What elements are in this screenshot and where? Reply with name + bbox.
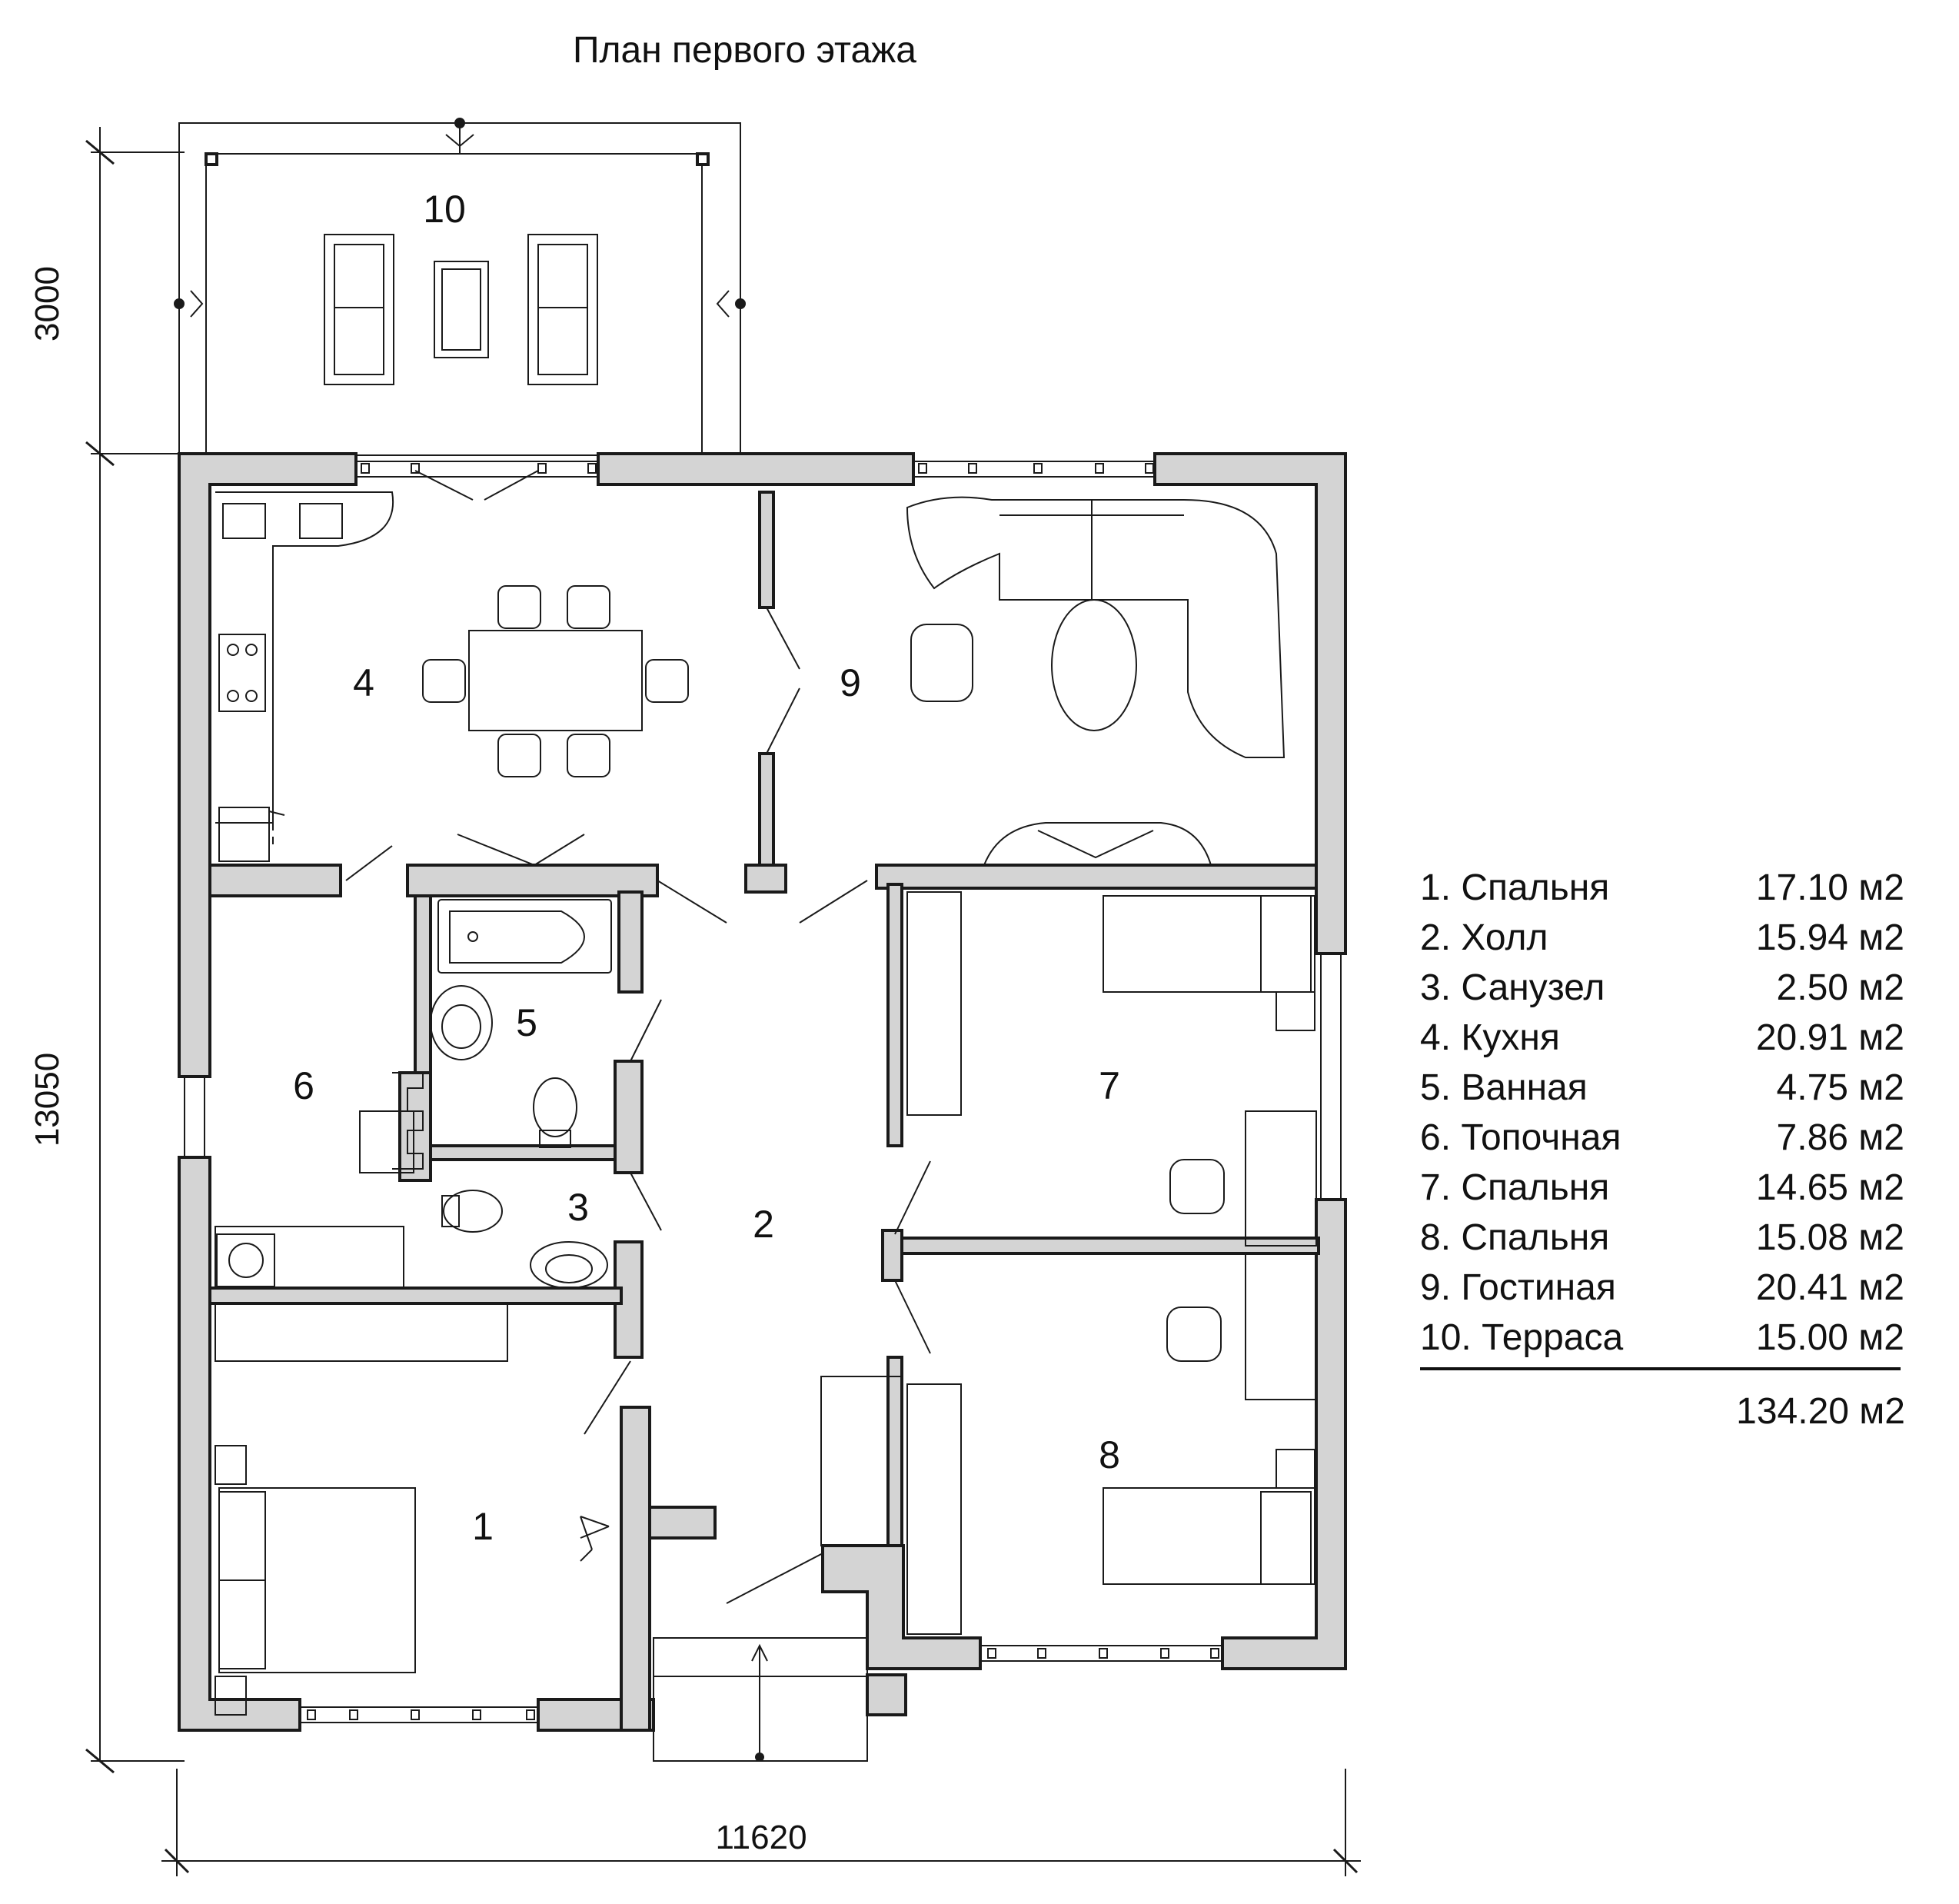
room-number-9: 9 [840, 661, 861, 704]
bathroom-furniture [430, 899, 612, 1289]
legend-row: 8. Спальня 15.08 м2 [1420, 1217, 1904, 1263]
plan-title: План первого этажа [573, 30, 916, 71]
legend-room-name: 8. Спальня [1420, 1217, 1610, 1258]
bedroom-8-furniture [820, 1253, 1317, 1635]
living-furniture [906, 496, 1285, 866]
legend-room-name: 6. Топочная [1420, 1117, 1621, 1158]
walls [178, 452, 1347, 1732]
boiler-room-furniture [215, 1072, 424, 1289]
room-number-3: 3 [567, 1186, 589, 1229]
doors [345, 470, 931, 1762]
legend-total-area: 134.20 м2 [1736, 1391, 1905, 1432]
legend-row: 7. Спальня 14.65 м2 [1420, 1167, 1904, 1213]
legend-divider [1420, 1367, 1901, 1370]
dimension-house-depth: 13050 [28, 1052, 66, 1147]
room-number-4: 4 [353, 661, 374, 704]
legend-room-area: 15.00 м2 [1755, 1317, 1904, 1358]
legend-room-area: 2.50 м2 [1776, 967, 1904, 1008]
legend-room-area: 14.65 м2 [1755, 1167, 1904, 1208]
kitchen-furniture [215, 491, 689, 862]
legend-row: 9. Гостиная 20.41 м2 [1420, 1267, 1904, 1313]
legend-room-name: 7. Спальня [1420, 1167, 1610, 1208]
legend-room-area: 7.86 м2 [1776, 1117, 1904, 1158]
room-number-8: 8 [1099, 1433, 1120, 1476]
legend-room-area: 4.75 м2 [1776, 1067, 1904, 1108]
terrace [174, 118, 746, 456]
room-number-2: 2 [753, 1203, 774, 1246]
legend-room-name: 9. Гостиная [1420, 1267, 1616, 1308]
room-number-1: 1 [472, 1505, 494, 1548]
legend-room-area: 17.10 м2 [1755, 867, 1904, 908]
room-number-5: 5 [516, 1001, 537, 1044]
legend-row: 2. Холл 15.94 м2 [1420, 917, 1904, 963]
legend-room-area: 15.08 м2 [1755, 1217, 1904, 1258]
legend-row: 6. Топочная 7.86 м2 [1420, 1117, 1904, 1163]
legend-row: 3. Санузел 2.50 м2 [1420, 967, 1904, 1013]
dimension-house-width: 11620 [715, 1819, 807, 1856]
legend-room-name: 3. Санузел [1420, 967, 1605, 1008]
legend-room-area: 20.91 м2 [1755, 1017, 1904, 1058]
legend-room-area: 20.41 м2 [1755, 1267, 1904, 1308]
dimension-terrace-depth: 3000 [28, 266, 66, 341]
legend-row: 5. Ванная 4.75 м2 [1420, 1067, 1904, 1113]
legend-room-name: 4. Кухня [1420, 1017, 1560, 1058]
windows [184, 461, 1342, 1723]
legend-room-area: 15.94 м2 [1755, 917, 1904, 958]
legend-room-name: 10. Терраса [1420, 1317, 1624, 1358]
legend-room-name: 1. Спальня [1420, 867, 1610, 908]
legend-row: 10. Терраса 15.00 м2 [1420, 1316, 1904, 1363]
legend-row: 4. Кухня 20.91 м2 [1420, 1017, 1904, 1063]
room-number-6: 6 [293, 1064, 314, 1107]
dimension-lines [85, 127, 1361, 1876]
bedroom-1-furniture [215, 1303, 508, 1716]
room-number-10: 10 [423, 188, 466, 231]
legend-row: 1. Спальня 17.10 м2 [1420, 867, 1904, 913]
legend-room-name: 2. Холл [1420, 917, 1548, 958]
room-number-7: 7 [1099, 1064, 1120, 1107]
bedroom-7-furniture [906, 891, 1317, 1247]
legend-room-name: 5. Ванная [1420, 1067, 1588, 1108]
